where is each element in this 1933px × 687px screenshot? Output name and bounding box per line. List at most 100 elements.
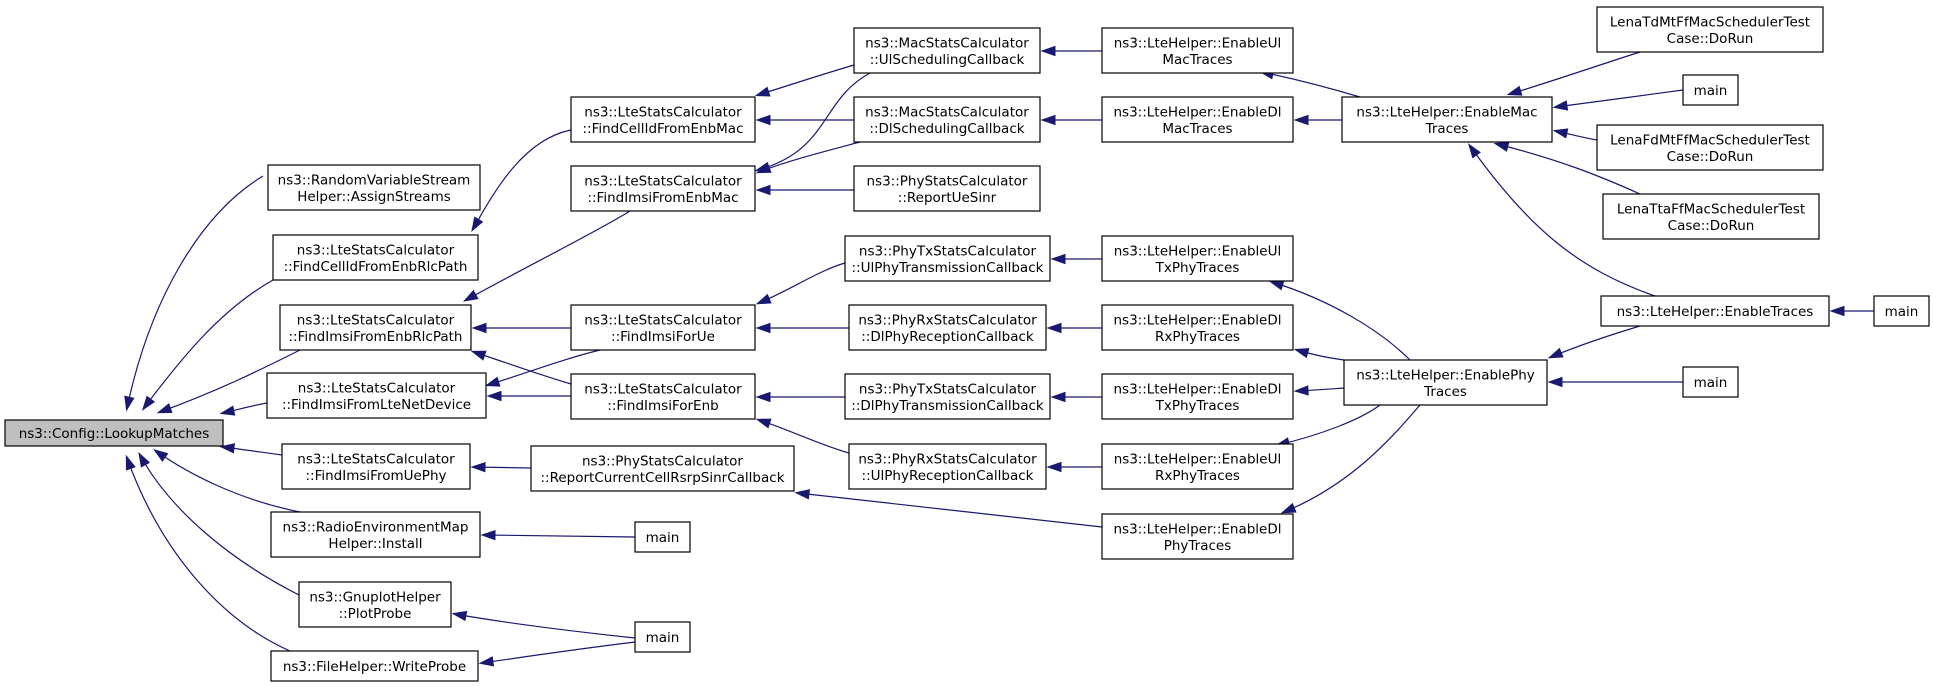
node-box: [1596, 124, 1824, 171]
node-ptx-ul[interactable]: ns3::PhyTxStatsCalculator::UlPhyTransmis…: [844, 235, 1051, 282]
arrow-head: [1829, 305, 1845, 317]
edge-line: [487, 349, 601, 386]
node-label: Traces: [1425, 121, 1469, 137]
node-label: ::FindCellIdFromEnbRlcPath: [284, 259, 468, 275]
node-label: ::DlPhyTransmissionCallback: [851, 398, 1044, 414]
node-label: ns3::PhyRxStatsCalculator: [858, 312, 1037, 328]
edge-main_phy-to-lh_phy: [1547, 376, 1683, 388]
node-msc-dl[interactable]: ns3::MacStatsCalculator::DlSchedulingCal…: [853, 96, 1041, 143]
node-lsc-fimsi-enb[interactable]: ns3::LteStatsCalculator::FindImsiForEnb: [570, 373, 756, 420]
edge-main_rem-to-remh: [480, 529, 636, 541]
node-lsc-fimsi-ue[interactable]: ns3::LteStatsCalculator::FindImsiForUe: [570, 304, 756, 351]
node-box: [570, 96, 756, 143]
node-main-traces[interactable]: main: [1873, 295, 1930, 327]
node-label: ns3::LteStatsCalculator: [298, 380, 456, 396]
node-ptx-dl[interactable]: ns3::PhyTxStatsCalculator::DlPhyTransmis…: [844, 373, 1051, 420]
node-label: ns3::LteHelper::EnableUl: [1114, 243, 1282, 259]
node-main-gnu[interactable]: main: [634, 621, 691, 653]
arrow-head: [1280, 502, 1297, 514]
arrow-head: [755, 184, 771, 196]
edge-lh_phy-to-lh_ultx: [1268, 280, 1411, 361]
node-lsc-fimsi-mac[interactable]: ns3::LteStatsCalculator::FindImsiFromEnb…: [570, 165, 756, 212]
node-box: [844, 373, 1051, 420]
edge-ptx_ul-to-lsc_fimsi_ue: [755, 262, 846, 305]
arrow-head: [755, 162, 772, 174]
edge-lh_dlmac-to-msc_dl: [1040, 114, 1102, 126]
edge-main_mac-to-lh_mac: [1552, 89, 1684, 111]
node-box: [570, 165, 756, 212]
node-label: MacTraces: [1162, 52, 1232, 68]
edge-lh_dltx-to-ptx_dl: [1050, 391, 1102, 403]
arrow-head: [478, 656, 495, 667]
node-lsc-fimsi-uephy[interactable]: ns3::LteStatsCalculator::FindImsiFromUeP…: [281, 443, 471, 490]
node-label: ns3::LteHelper::EnableUl: [1114, 35, 1282, 51]
edge-line: [143, 279, 274, 409]
node-rvsh[interactable]: ns3::RandomVariableStreamHelper::AssignS…: [267, 164, 481, 211]
node-msc-ul[interactable]: ns3::MacStatsCalculator::UlSchedulingCal…: [853, 27, 1041, 74]
edge-lh_ultx-to-ptx_ul: [1050, 253, 1102, 265]
node-main-phy[interactable]: main: [1682, 366, 1739, 398]
node-main-rem[interactable]: main: [634, 521, 691, 553]
node-box: [853, 165, 1041, 212]
node-label: ns3::LteStatsCalculator: [584, 312, 742, 328]
node-label: ::FindImsiFromEnbMac: [587, 190, 738, 206]
edge-gnuplot-to-root: [138, 451, 300, 596]
node-label: ns3::PhyRxStatsCalculator: [858, 451, 1037, 467]
edge-filehelper-to-root: [125, 454, 291, 652]
node-psc-rcc[interactable]: ns3::PhyStatsCalculator::ReportCurrentCe…: [530, 445, 795, 492]
edge-line: [1261, 71, 1361, 98]
node-box: [1101, 443, 1294, 490]
edge-msc_dl-to-lsc_fimsi_mac: [755, 141, 861, 174]
arrow-head: [755, 418, 772, 429]
node-prx-ul[interactable]: ns3::PhyRxStatsCalculator::UlPhyReceptio…: [848, 443, 1047, 490]
edge-lsc_fimsi_ue-to-lsc_fimsi_rlc: [471, 322, 571, 334]
node-label: Case::DoRun: [1667, 149, 1754, 165]
node-label: ::DlSchedulingCallback: [869, 121, 1024, 137]
edge-psc_rcc-to-lsc_fimsi_uephy: [470, 462, 532, 473]
node-filehelper[interactable]: ns3::FileHelper::WriteProbe: [270, 650, 479, 682]
arrow-head: [1050, 391, 1066, 403]
node-lsc-fimsi-lnd[interactable]: ns3::LteStatsCalculator::FindImsiFromLte…: [266, 372, 487, 419]
node-box: [1343, 359, 1548, 406]
edge-line: [757, 64, 855, 96]
node-prx-dl[interactable]: ns3::PhyRxStatsCalculator::DlPhyReceptio…: [848, 304, 1047, 351]
node-label: ns3::LteHelper::EnableDl: [1113, 381, 1281, 397]
arrow-head: [125, 454, 136, 471]
edge-line: [797, 492, 1103, 528]
edge-line: [473, 351, 572, 385]
node-label: ::UlSchedulingCallback: [870, 52, 1025, 68]
node-lsc-fimsi-rlc[interactable]: ns3::LteStatsCalculator::FindImsiFromEnb…: [279, 304, 472, 351]
node-lh-traces[interactable]: ns3::LteHelper::EnableTraces: [1600, 295, 1830, 327]
edge-lena_tdmt-to-lh_mac: [1506, 51, 1641, 96]
arrow-head: [1040, 45, 1056, 57]
arrow-head: [124, 395, 135, 412]
node-lsc-fcell-mac[interactable]: ns3::LteStatsCalculator::FindCellIdFromE…: [570, 96, 756, 143]
node-lsc-fcell-rlc[interactable]: ns3::LteStatsCalculator::FindCellIdFromE…: [272, 234, 479, 281]
node-psc-sinr[interactable]: ns3::PhyStatsCalculator::ReportUeSinr: [853, 165, 1041, 212]
edge-line: [481, 641, 636, 664]
node-main-mac[interactable]: main: [1682, 74, 1739, 106]
node-box: [1682, 366, 1739, 398]
node-label: ns3::PhyStatsCalculator: [582, 453, 743, 469]
edge-line: [1509, 51, 1641, 95]
edge-lh_ulmac-to-msc_ul: [1040, 45, 1102, 57]
edge-lh_ulrx-to-prx_ul: [1046, 461, 1102, 473]
node-root[interactable]: ns3::Config::LookupMatches: [4, 419, 224, 447]
edge-line: [1271, 281, 1411, 361]
edge-lh_dlrx-to-prx_dl: [1046, 322, 1102, 334]
node-gnuplot[interactable]: ns3::GnuplotHelper::PlotProbe: [298, 581, 452, 628]
arrow-head: [1293, 114, 1309, 126]
